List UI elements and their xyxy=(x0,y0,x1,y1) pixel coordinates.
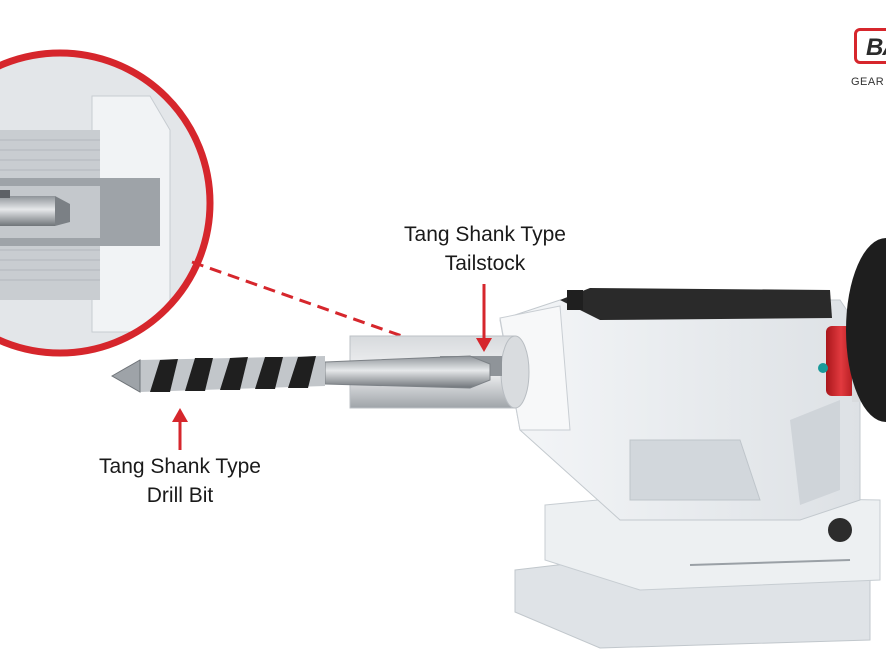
logo-subtitle: GEAR xyxy=(851,76,885,88)
drill-bit-label-line2: Drill Bit xyxy=(146,484,214,507)
drill-bit-label-line1: Tang Shank Type xyxy=(99,455,261,478)
tailstock-label-line2: Tailstock xyxy=(444,252,526,275)
callout-leader-line xyxy=(191,260,471,362)
arrow-down-icon xyxy=(476,284,492,352)
drill-bit xyxy=(110,355,491,393)
brand-logo: BA GEAR xyxy=(850,26,886,96)
tailstock-quill xyxy=(349,335,530,409)
logo-mark: BA xyxy=(866,34,886,61)
logo-badge: BA xyxy=(854,28,886,64)
indicator-dot xyxy=(818,363,828,373)
tailstock-label-line1: Tang Shank Type xyxy=(404,223,566,246)
tailstock-body xyxy=(499,238,886,649)
tailstock-label: Tang Shank Type Tailstock xyxy=(370,220,600,278)
drill-bit-label: Tang Shank Type Drill Bit xyxy=(70,452,290,510)
arrow-up-icon xyxy=(172,408,188,450)
magnified-detail xyxy=(0,49,214,357)
